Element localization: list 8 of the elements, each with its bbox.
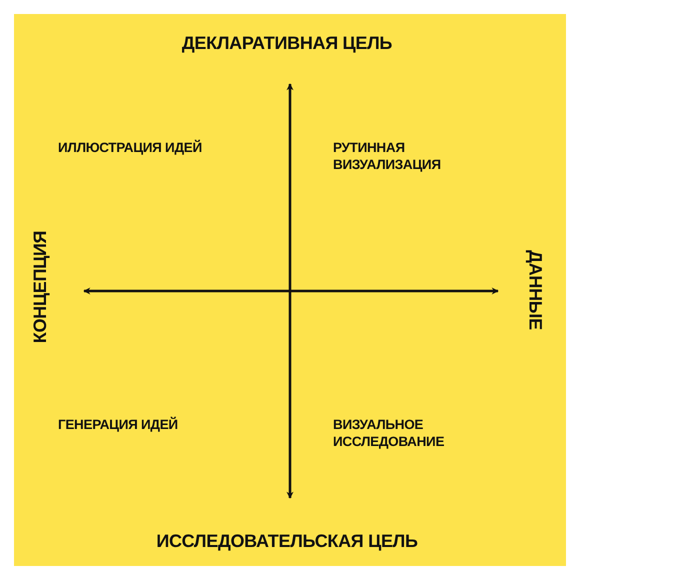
quadrant-label: ГЕНЕРАЦИЯ ИДЕЙ — [58, 417, 178, 434]
quadrant-label: ВИЗУАЛЬНОЕ ИССЛЕДОВАНИЕ — [333, 417, 446, 451]
axis-label: ДЕКЛАРАТИВНАЯ ЦЕЛЬ — [182, 32, 392, 54]
quadrant-label: ИЛЛЮСТРАЦИЯ ИДЕЙ — [58, 140, 202, 157]
axis-label: ИССЛЕДОВАТЕЛЬСКАЯ ЦЕЛЬ — [156, 530, 418, 552]
quadrant-label: РУТИННАЯ ВИЗУАЛИЗАЦИЯ — [333, 140, 442, 174]
axis-label: ДАННЫЕ — [524, 250, 546, 330]
axis-label: КОНЦЕПЦИЯ — [28, 230, 51, 344]
